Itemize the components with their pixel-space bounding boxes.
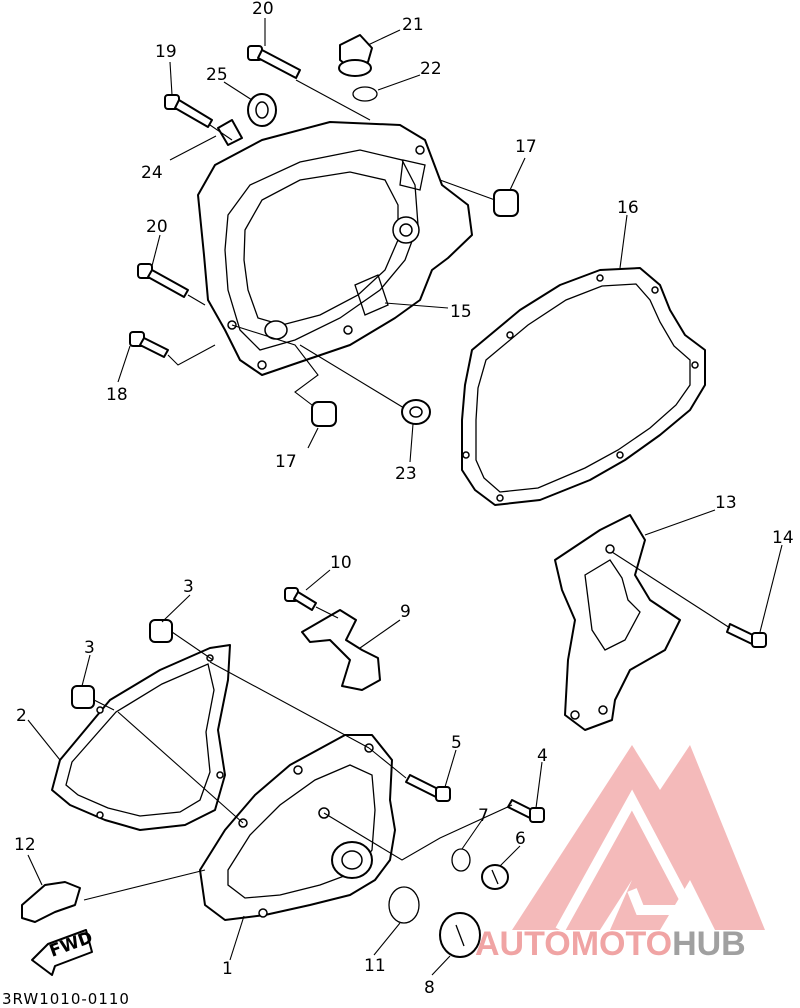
callout-4: 4 <box>537 746 548 766</box>
callout-17-bottom: 17 <box>275 452 297 472</box>
o-ring-22 <box>352 86 378 102</box>
bolt-20-left <box>137 263 189 298</box>
callout-3-lower: 3 <box>84 638 95 658</box>
bolt-14 <box>726 623 767 648</box>
callout-16: 16 <box>617 198 639 218</box>
callout-23: 23 <box>395 464 417 484</box>
diagram-code: 3RW1010-0110 <box>2 990 130 1008</box>
callout-18: 18 <box>106 385 128 405</box>
callout-9: 11 <box>364 956 386 976</box>
crankcase-cover-left-gasket <box>51 644 231 831</box>
bolt-5 <box>405 774 451 802</box>
callout-12: 12 <box>14 835 36 855</box>
forward-direction-arrow: FWD <box>31 928 96 976</box>
callout-19: 19 <box>155 42 177 62</box>
dowel-17-bottom <box>311 401 337 427</box>
sprocket-cover <box>554 514 681 731</box>
callout-21: 21 <box>402 15 424 35</box>
callout-5: 5 <box>451 733 462 753</box>
callout-14: 14 <box>772 528 794 548</box>
callout-numbers: 20 21 22 19 25 24 17 16 20 15 18 17 23 1… <box>14 0 794 998</box>
dowel-3-upper <box>149 619 173 643</box>
callout-15: 15 <box>450 302 472 322</box>
callout-1: 1 <box>222 959 233 979</box>
callout-20-left: 20 <box>146 217 168 237</box>
plug-6 <box>481 864 509 890</box>
bolt-20-top <box>247 45 301 79</box>
callout-13: 13 <box>715 493 737 513</box>
callout-24: 24 <box>141 163 163 183</box>
watermark-logo <box>512 745 765 933</box>
o-ring-9 <box>388 886 420 924</box>
filler-cap-21 <box>338 34 373 77</box>
clip-24 <box>217 119 243 146</box>
plug-8 <box>439 912 481 958</box>
bolt-4 <box>507 799 545 823</box>
callout-20-top: 20 <box>252 0 274 19</box>
bolt-18 <box>129 331 169 358</box>
crankcase-cover-gasket <box>461 267 706 506</box>
bolt-19 <box>164 94 213 128</box>
seal-23 <box>401 399 431 425</box>
dowel-3-lower <box>71 685 95 709</box>
bracket-10 <box>301 609 381 691</box>
callout-2: 2 <box>16 706 27 726</box>
callout-10: 9 <box>400 602 411 622</box>
watermark-text: AUTOMOTOHUB <box>475 925 746 963</box>
callout-7: 7 <box>478 806 489 826</box>
leader-lines-upper <box>167 79 496 409</box>
callout-6: 6 <box>515 829 526 849</box>
label-leaders <box>27 18 783 976</box>
watermark-text-hub: HUB <box>672 925 746 963</box>
callout-22: 22 <box>420 59 442 79</box>
o-ring-7 <box>451 848 471 872</box>
callout-17-top: 17 <box>515 137 537 157</box>
crankcase-cover-right <box>197 121 473 376</box>
bolt-11 <box>284 587 317 611</box>
callout-25: 25 <box>206 65 228 85</box>
leader-lines-lower <box>83 606 513 901</box>
watermark-text-main: AUTOMOTO <box>475 925 672 963</box>
callout-11: 10 <box>330 553 352 573</box>
callout-8: 8 <box>424 978 435 998</box>
bracket-12 <box>21 881 81 923</box>
seal-25 <box>247 93 277 127</box>
callout-3-upper: 3 <box>183 577 194 597</box>
dowel-17-top <box>493 189 519 217</box>
crankcase-cover-left <box>199 734 396 921</box>
